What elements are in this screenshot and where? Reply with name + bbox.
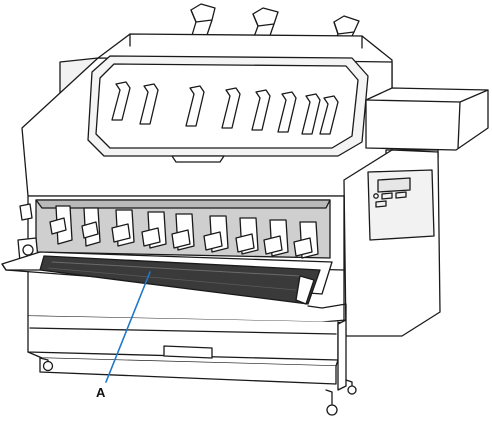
lever-3 <box>185 85 205 127</box>
lower-body <box>27 271 347 391</box>
output-guide <box>1 251 333 305</box>
slot-2 <box>81 207 101 247</box>
panel-button-2 <box>381 192 393 200</box>
lever-5 <box>251 89 271 131</box>
roll-holder-slots <box>49 205 319 259</box>
slot-5 <box>171 213 195 251</box>
main-body <box>21 55 393 197</box>
side-unit <box>365 87 489 159</box>
caster-front-right <box>325 389 338 416</box>
lever-4 <box>221 87 241 129</box>
panel-button-1 <box>373 193 379 199</box>
caster-back-right <box>345 379 357 395</box>
slot-6 <box>203 215 229 253</box>
display-screen <box>377 177 411 193</box>
top-handle-slot <box>171 155 225 163</box>
slot-9 <box>293 221 319 259</box>
casters <box>39 357 357 416</box>
panel-button-4 <box>375 200 387 208</box>
slot-7 <box>235 217 259 255</box>
upper-levers <box>111 81 339 135</box>
lever-7 <box>301 93 321 135</box>
lever-8 <box>319 95 339 135</box>
lever-1 <box>111 81 131 121</box>
callout-leader-line <box>105 271 151 383</box>
slot-3 <box>111 209 135 247</box>
operation-panel <box>343 149 441 337</box>
slot-1 <box>49 205 73 245</box>
callout-A <box>105 271 151 383</box>
lever-2 <box>139 83 159 125</box>
lever-6 <box>277 91 297 133</box>
slot-4 <box>141 211 167 249</box>
lower-handle <box>163 345 213 359</box>
callout-label-a: A <box>96 385 106 400</box>
caster-front-left <box>39 357 54 372</box>
panel-button-3 <box>395 191 407 199</box>
slot-8 <box>263 219 289 257</box>
